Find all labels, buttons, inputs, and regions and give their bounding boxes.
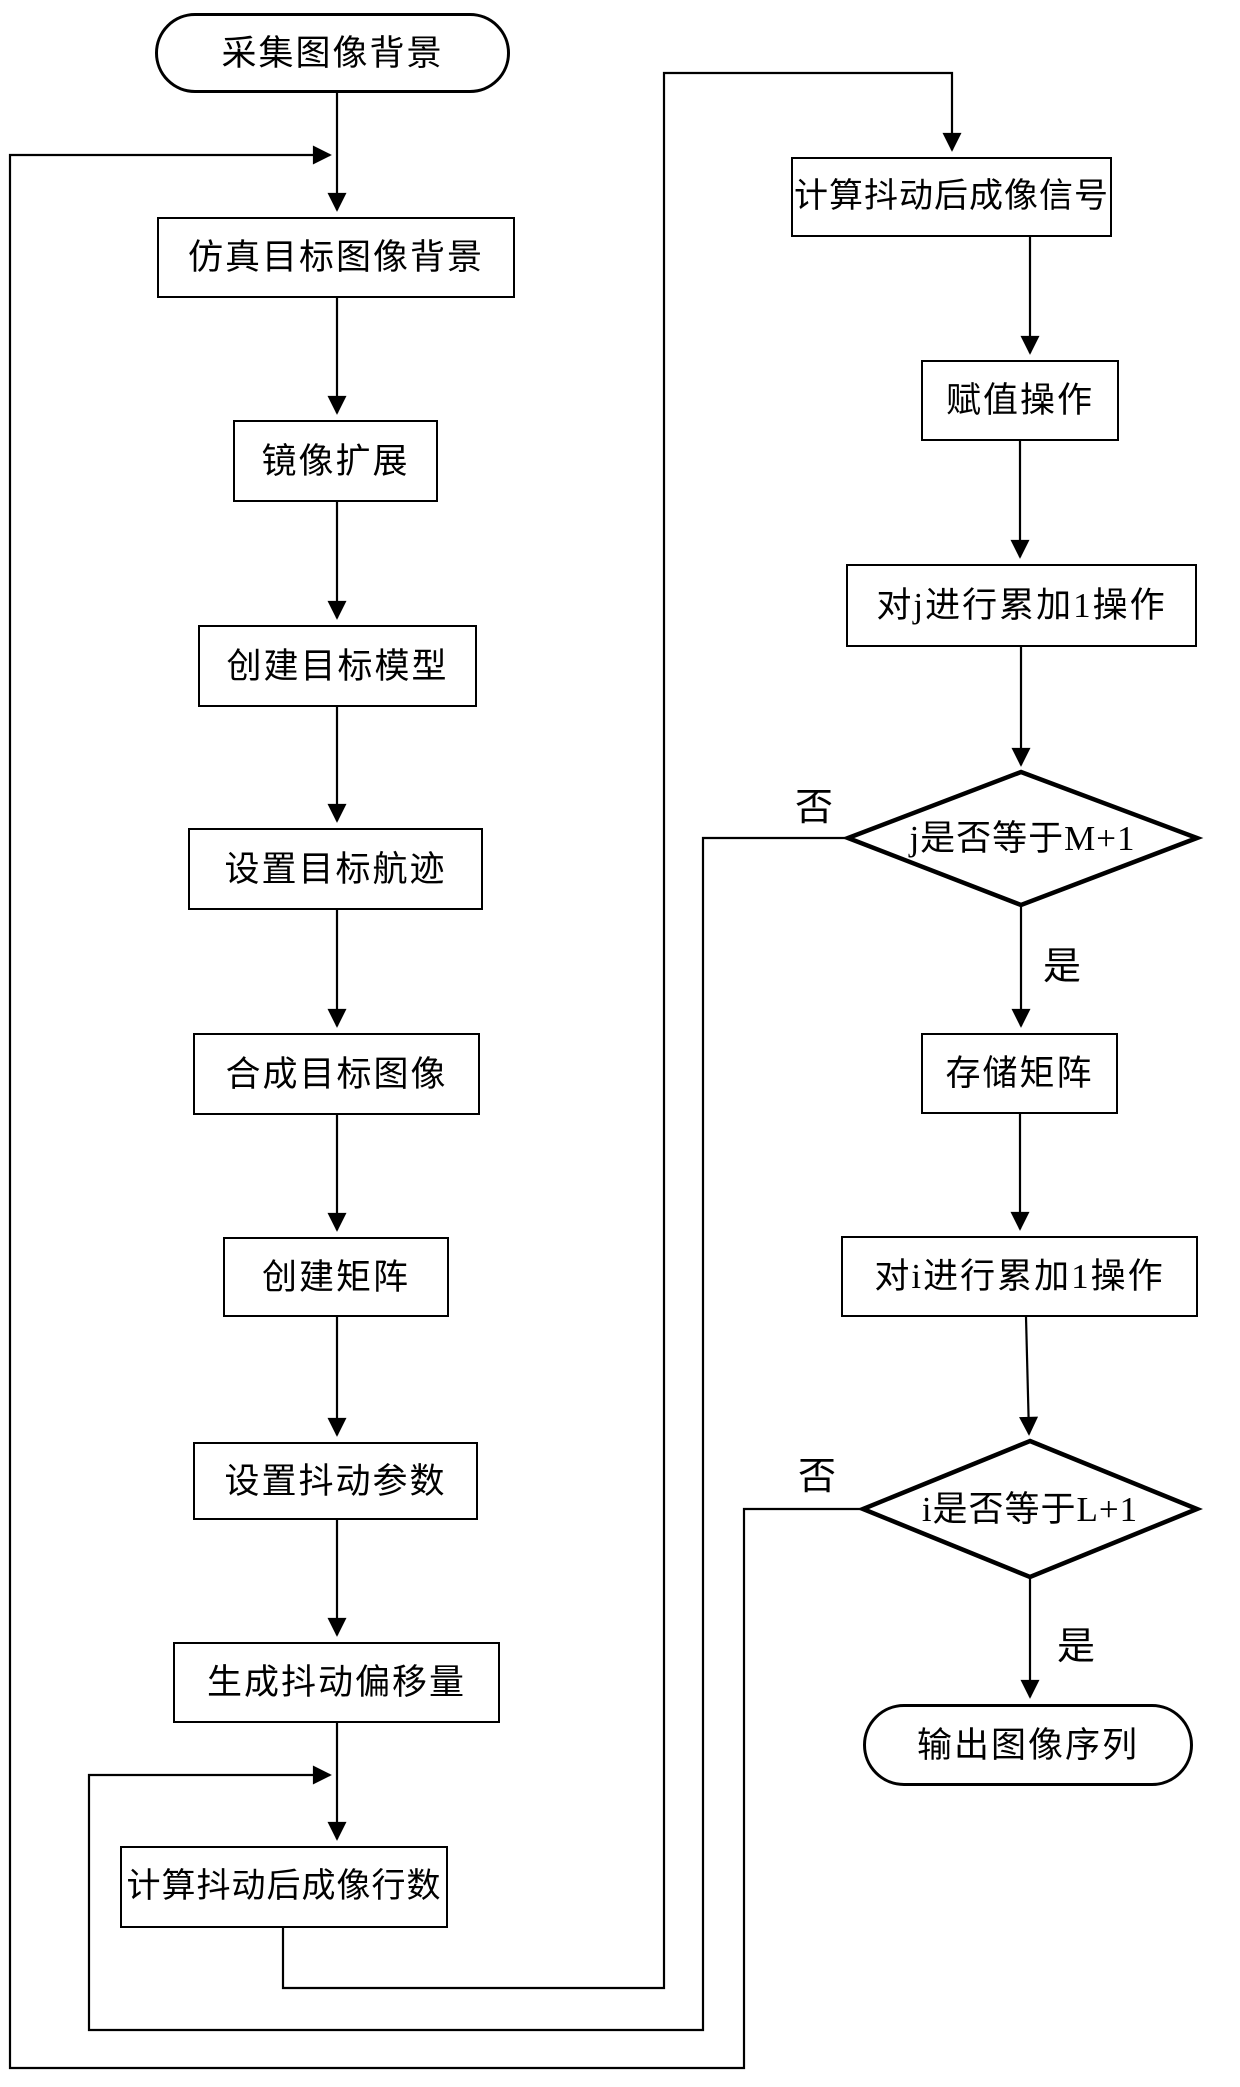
node-set-target-track: 设置目标航迹: [188, 828, 483, 910]
edge-inc-i-to-check-i: [1019, 1316, 1039, 1436]
decision-i-label: i是否等于L+1: [921, 1489, 1139, 1529]
node-set-jitter-params: 设置抖动参数: [193, 1442, 478, 1520]
node-create-target-model: 创建目标模型: [198, 625, 477, 707]
node-calc-post-jitter-rows: 计算抖动后成像行数: [120, 1846, 448, 1928]
node-create-matrix: 创建矩阵: [223, 1237, 449, 1317]
node-output-image-sequence: 输出图像序列: [863, 1704, 1193, 1786]
branch-label-i-yes: 是: [1057, 1626, 1096, 1668]
decision-i-diamond: [857, 1438, 1203, 1580]
decision-j-label: j是否等于M+1: [909, 818, 1136, 858]
node-start-terminator: 采集图像背景: [155, 13, 510, 93]
branch-label-j-no: 否: [795, 787, 834, 829]
node-mirror-extend: 镜像扩展: [233, 420, 438, 502]
node-increment-j: 对j进行累加1操作: [846, 564, 1197, 647]
node-synthesize-target-image: 合成目标图像: [193, 1033, 480, 1115]
node-generate-jitter-offset: 生成抖动偏移量: [173, 1642, 500, 1723]
edge-rows-to-signal: [281, 71, 962, 1990]
edge-check-i-no-loop: [8, 145, 863, 2070]
node-assignment-operation: 赋值操作: [921, 360, 1119, 441]
decision-j-diamond: [841, 769, 1204, 908]
node-store-matrix: 存储矩阵: [921, 1033, 1118, 1114]
node-simulate-target-background: 仿真目标图像背景: [157, 217, 515, 298]
edge-check-j-no-loop: [87, 836, 848, 2032]
branch-label-i-no: 否: [798, 1456, 837, 1498]
branch-label-j-yes: 是: [1043, 946, 1082, 988]
node-increment-i: 对i进行累加1操作: [841, 1236, 1198, 1317]
node-calc-post-jitter-signal: 计算抖动后成像信号: [791, 157, 1112, 237]
